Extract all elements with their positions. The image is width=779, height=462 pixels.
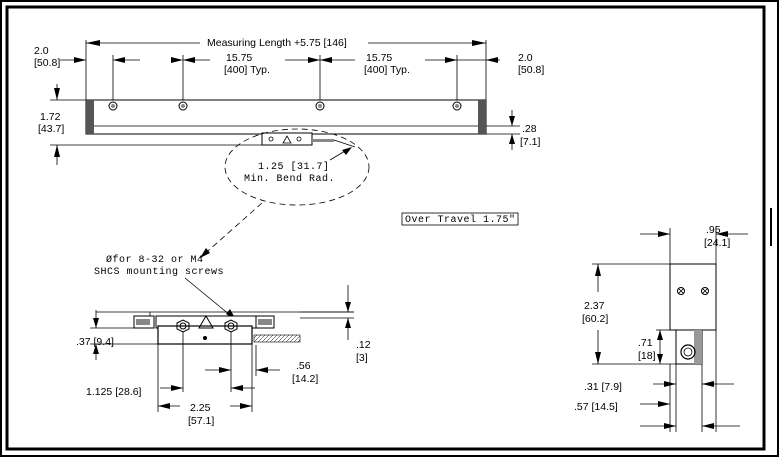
over-travel-label: Over Travel 1.75" xyxy=(405,214,516,226)
side-bottom-dims: .31 [7.9] .57 [14.5] xyxy=(574,330,740,432)
height-in: 1.72 xyxy=(40,111,61,123)
spacing-a-mm: [400] Typ. xyxy=(224,64,270,76)
side-mid-dim: .71 [18] xyxy=(638,329,670,364)
head-height-label: .37 [9.4] xyxy=(76,336,114,348)
foot-dim: .28 [7.1] xyxy=(486,110,541,150)
over-travel-box xyxy=(401,212,519,226)
side-width-mm: [24.1] xyxy=(704,237,730,249)
left-end-mm: [50.8] xyxy=(34,57,60,69)
scale-front-view xyxy=(85,99,487,148)
height-dim: 1.72 [43.7] xyxy=(38,84,262,165)
gap-in: .12 xyxy=(356,339,371,351)
offset-dim: .56 [14.2] xyxy=(205,345,318,385)
foot-in: .28 xyxy=(522,123,537,135)
side-b-label: .57 [14.5] xyxy=(574,401,618,413)
side-height-mm: [60.2] xyxy=(582,313,608,325)
measuring-length-dim: Measuring Length +5.75 [146] xyxy=(85,37,487,100)
spacing-b-mm: [400] Typ. xyxy=(364,64,410,76)
detail-leader xyxy=(199,202,263,259)
mounting-line2: SHCS mounting screws xyxy=(94,266,224,278)
detail-ellipse xyxy=(224,128,370,206)
side-width-dim: .95 [24.1] xyxy=(640,224,748,264)
gap-mm: [3] xyxy=(356,352,368,364)
side-a-label: .31 [7.9] xyxy=(584,381,622,393)
offset-mm: [14.2] xyxy=(292,373,318,385)
foot-mm: [7.1] xyxy=(520,136,541,148)
height-mm: [43.7] xyxy=(38,123,64,135)
head-width-in: 2.25 xyxy=(190,402,211,414)
inner-frame xyxy=(5,5,766,451)
offset-in: .56 xyxy=(296,360,311,372)
side-view xyxy=(669,263,717,365)
hole-spacing-dim: 1.125 [28.6] xyxy=(86,332,255,398)
bend-radius-line1: 1.25 [31.7] xyxy=(258,161,330,173)
measuring-length-label: Measuring Length +5.75 [146] xyxy=(207,37,347,49)
side-mid-in: .71 xyxy=(638,337,653,349)
spacing-a-in: 15.75 xyxy=(226,52,252,64)
gap-dim: .12 [3] xyxy=(300,285,371,364)
bend-radius-line2: Min. Bend Rad. xyxy=(244,173,335,185)
head-width-mm: [57.1] xyxy=(188,415,214,427)
left-end-in: 2.0 xyxy=(34,45,49,57)
spacing-dims: 15.75 [400] Typ. 15.75 [400] Typ. xyxy=(60,52,500,100)
hole-spacing-label: 1.125 [28.6] xyxy=(86,386,142,398)
side-height-in: 2.37 xyxy=(584,300,605,312)
mounting-line1: Øfor 8-32 or M4 xyxy=(106,254,204,266)
side-mid-mm: [18] xyxy=(638,350,656,362)
spacing-b-in: 15.75 xyxy=(366,52,392,64)
read-head-detail xyxy=(96,311,354,345)
head-height-dim: .37 [9.4] xyxy=(76,310,158,360)
side-height-dim: 2.37 [60.2] xyxy=(582,263,676,365)
right-end-mm: [50.8] xyxy=(518,64,544,76)
side-width-in: .95 xyxy=(706,224,721,236)
head-width-dim: 2.25 [57.1] xyxy=(157,344,253,427)
right-end-in: 2.0 xyxy=(518,52,533,64)
